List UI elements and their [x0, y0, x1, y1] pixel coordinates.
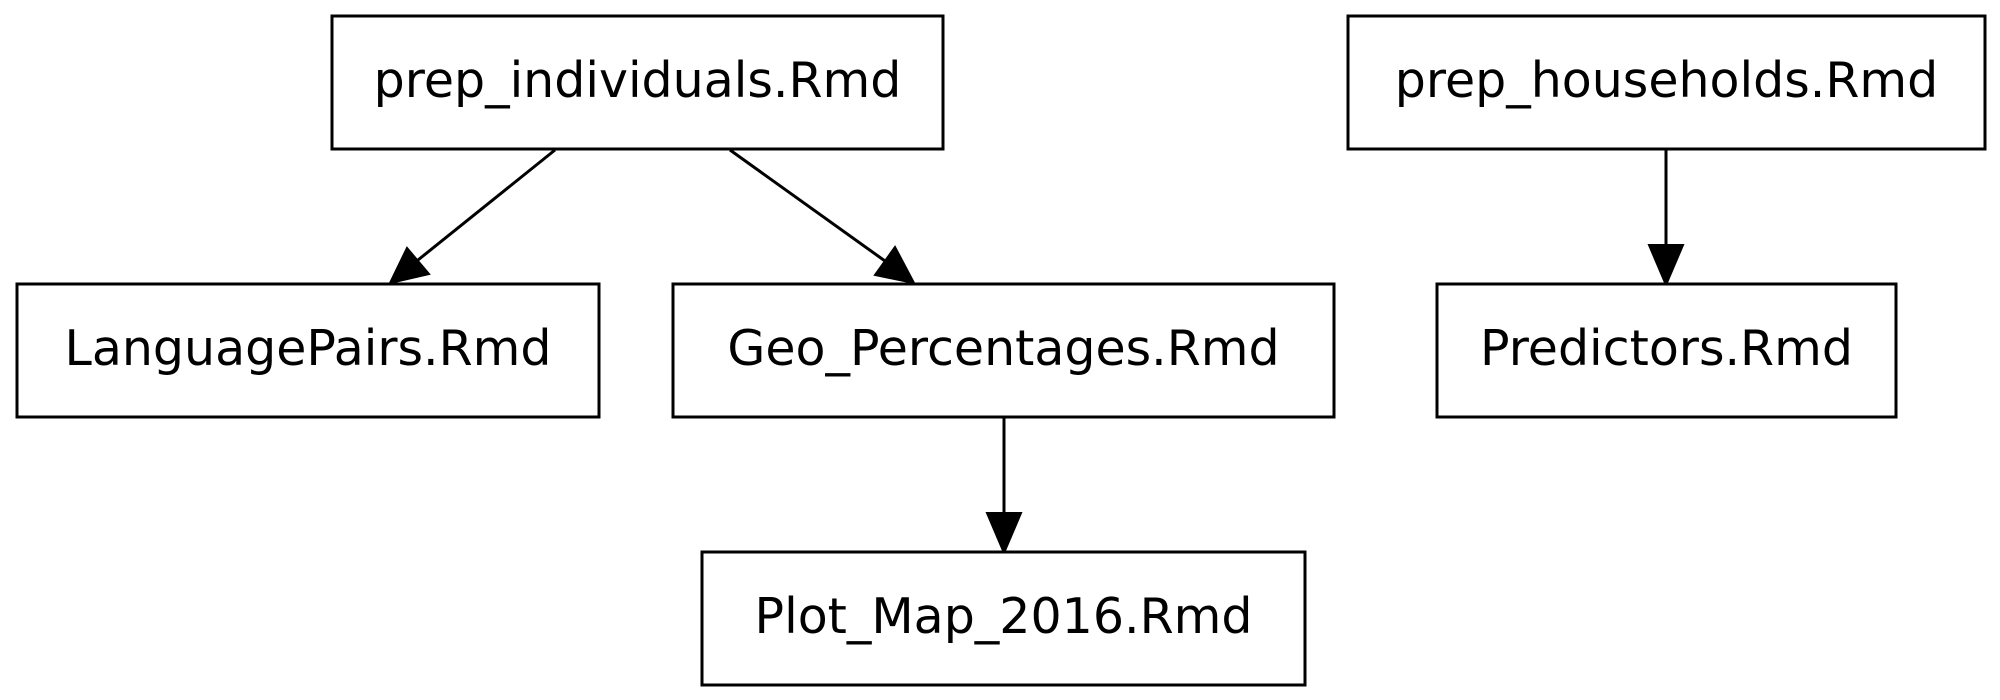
node-box — [15, 282, 601, 419]
edge-line — [729, 148, 886, 263]
node-prep-individuals[interactable]: prep_individuals.Rmd — [330, 14, 945, 151]
node-label: prep_individuals.Rmd — [374, 52, 902, 109]
node-language-pairs[interactable]: LanguagePairs.Rmd — [15, 282, 601, 419]
node-label: Predictors.Rmd — [1480, 320, 1853, 377]
node-box — [700, 550, 1307, 687]
node-label: prep_households.Rmd — [1395, 52, 1938, 109]
node-geo-percentages[interactable]: Geo_Percentages.Rmd — [671, 282, 1336, 419]
edge-geo-percentages-to-plot-map — [985, 418, 1023, 556]
node-label: LanguagePairs.Rmd — [65, 320, 552, 377]
node-plot-map-2016[interactable]: Plot_Map_2016.Rmd — [700, 550, 1307, 687]
edge-line — [417, 148, 556, 262]
arrowhead-icon — [388, 246, 431, 285]
edge-prep-individuals-to-language-pairs — [388, 148, 556, 285]
node-box — [1346, 14, 1987, 151]
node-prep-households[interactable]: prep_households.Rmd — [1346, 14, 1987, 151]
arrowhead-icon — [873, 245, 916, 285]
node-box — [1435, 282, 1898, 419]
arrowhead-icon — [985, 512, 1023, 556]
node-label: Geo_Percentages.Rmd — [727, 320, 1279, 377]
node-predictors[interactable]: Predictors.Rmd — [1435, 282, 1898, 419]
edge-prep-individuals-to-geo-percentages — [729, 148, 916, 285]
node-label: Plot_Map_2016.Rmd — [755, 588, 1253, 645]
arrowhead-icon — [1647, 244, 1685, 288]
edge-prep-households-to-predictors — [1647, 150, 1685, 288]
node-box — [671, 282, 1336, 419]
node-box — [330, 14, 945, 151]
